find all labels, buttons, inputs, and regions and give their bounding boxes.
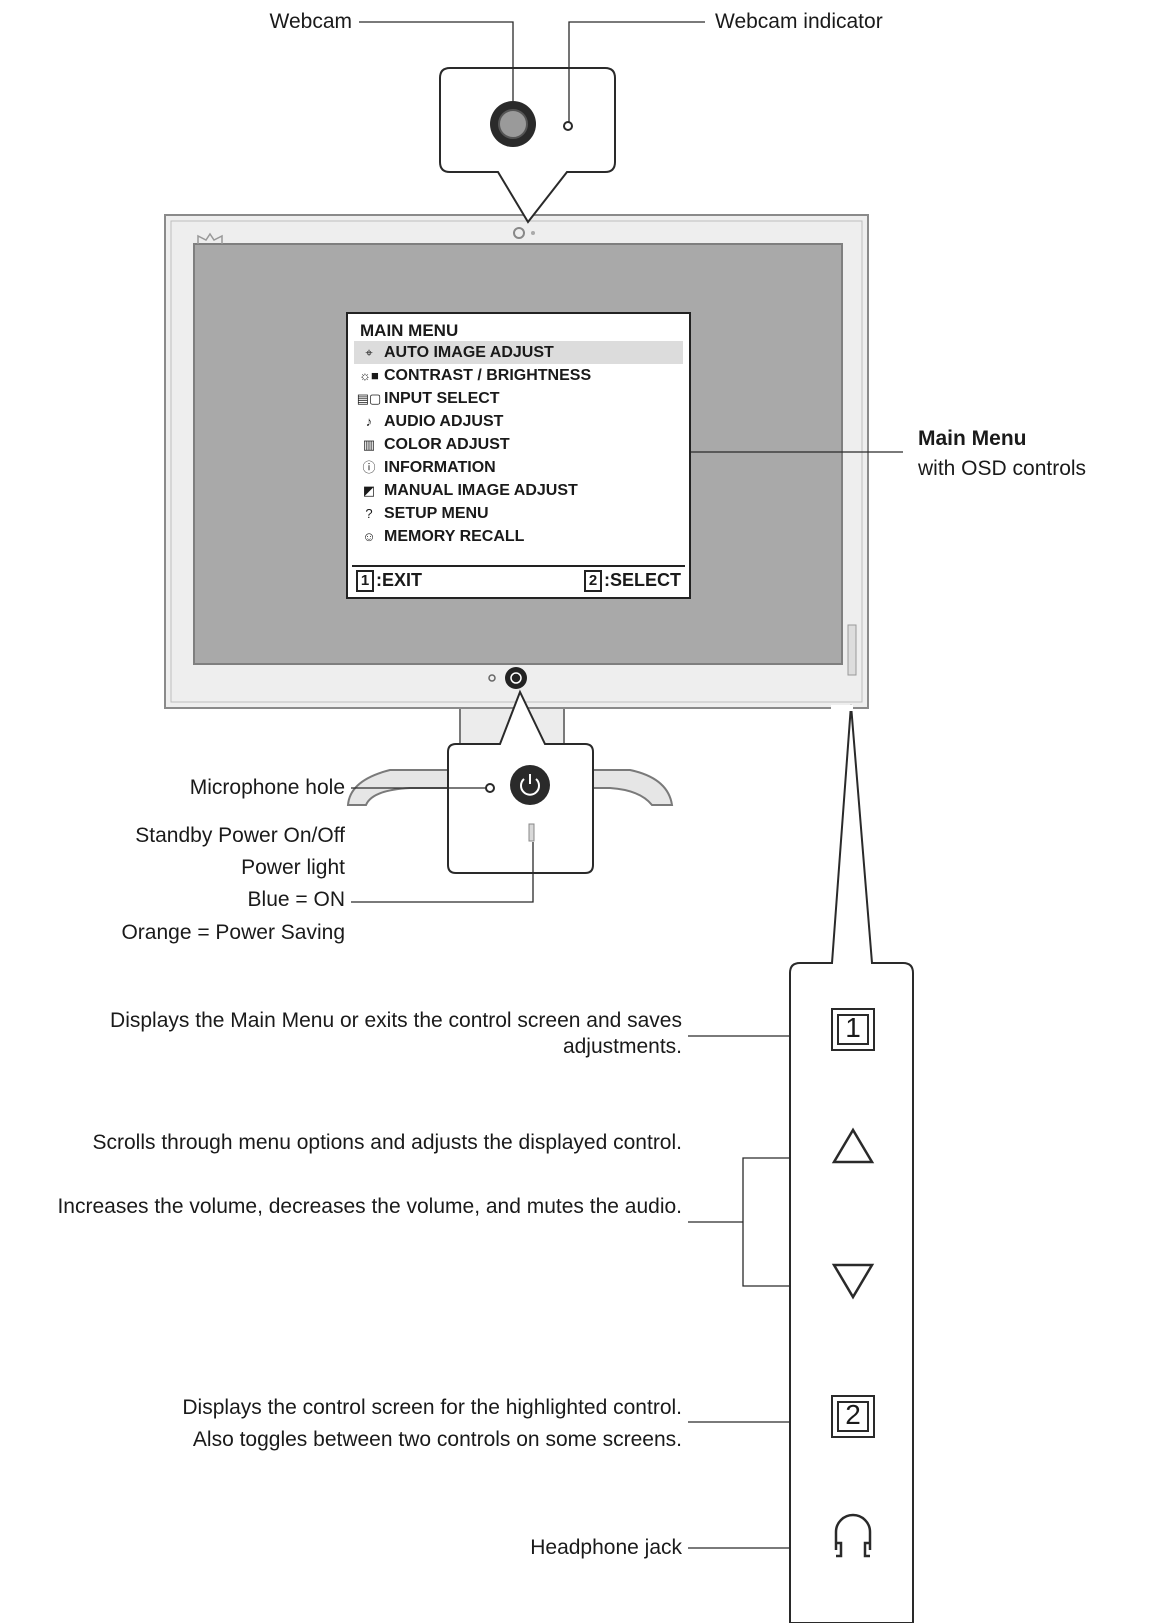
power-light-blue-label: Blue = ON xyxy=(247,888,345,911)
control-panel-callout xyxy=(789,704,914,1623)
microphone-hole-label: Microphone hole xyxy=(189,776,345,799)
recall-icon: ☺ xyxy=(362,529,376,544)
webcam-callout xyxy=(439,67,616,224)
osd-item-memory-recall[interactable]: ☺MEMORY RECALL xyxy=(354,525,683,548)
color-bars-icon: ▥ xyxy=(362,437,376,452)
osd-item-auto-image-adjust[interactable]: ⌖AUTO IMAGE ADJUST xyxy=(354,341,683,364)
headphone-jack-icon xyxy=(834,1513,872,1558)
power-button-icon xyxy=(510,765,550,805)
osd-exit[interactable]: 1:EXIT xyxy=(356,567,422,593)
webcam-indicator-icon xyxy=(563,121,573,131)
standby-power-label: Standby Power On/Off xyxy=(135,824,345,847)
button-1-icon xyxy=(831,1008,875,1051)
info-icon: ⓘ xyxy=(362,460,376,475)
button-1-description: Displays the Main Menu or exits the cont… xyxy=(110,1009,682,1058)
microphone-hole-icon xyxy=(485,783,495,793)
osd-item-manual-image-adjust[interactable]: ◩MANUAL IMAGE ADJUST xyxy=(354,479,683,502)
webcam-label: Webcam xyxy=(269,10,352,33)
audio-icon: ♪ xyxy=(365,414,373,429)
headphone-jack-label: Headphone jack xyxy=(530,1536,682,1559)
up-arrow-icon xyxy=(831,1127,875,1164)
osd-item-contrast-brightness[interactable]: ☼■CONTRAST / BRIGHTNESS xyxy=(354,364,683,387)
power-light-label: Power light xyxy=(241,856,345,879)
brightness-contrast-icon: ☼■ xyxy=(359,368,379,383)
button-2-description-2: Also toggles between two controls on som… xyxy=(192,1428,682,1451)
button-2-description: Displays the control screen for the high… xyxy=(182,1396,682,1419)
main-menu-sublabel: with OSD controls xyxy=(918,457,1087,480)
osd-select[interactable]: 2:SELECT xyxy=(583,567,681,593)
power-light-icon xyxy=(528,823,535,842)
osd-main-menu: MAIN MENU ⌖AUTO IMAGE ADJUST ☼■CONTRAST … xyxy=(346,312,691,599)
input-icon: ▤▢ xyxy=(356,391,382,406)
volume-description: Increases the volume, decreases the volu… xyxy=(57,1195,682,1218)
osd-title: MAIN MENU xyxy=(360,321,459,340)
power-light-orange-label: Orange = Power Saving xyxy=(121,921,345,944)
osd-footer: 1:EXIT 2:SELECT xyxy=(352,565,685,593)
button-1-label: 1 xyxy=(845,1012,861,1043)
osd-item-input-select[interactable]: ▤▢INPUT SELECT xyxy=(354,387,683,410)
osd-item-setup-menu[interactable]: ?SETUP MENU xyxy=(354,502,683,525)
button-2-icon xyxy=(831,1395,875,1438)
leader-lines xyxy=(351,21,903,1549)
main-menu-label: Main Menu xyxy=(918,427,1027,450)
osd-item-color-adjust[interactable]: ▥COLOR ADJUST xyxy=(354,433,683,456)
power-callout xyxy=(447,689,594,874)
question-icon: ? xyxy=(365,506,373,521)
down-arrow-icon xyxy=(831,1263,875,1300)
webcam-indicator-label: Webcam indicator xyxy=(715,10,883,33)
osd-item-audio-adjust[interactable]: ♪AUDIO ADJUST xyxy=(354,410,683,433)
button-2-label: 2 xyxy=(845,1399,861,1430)
manual-adjust-icon: ◩ xyxy=(362,483,376,498)
scroll-description: Scrolls through menu options and adjusts… xyxy=(92,1131,682,1154)
crosshair-icon: ⌖ xyxy=(365,345,373,360)
